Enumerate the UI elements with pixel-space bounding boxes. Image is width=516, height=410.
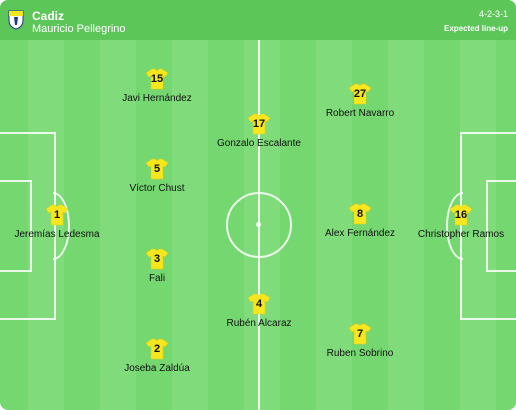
shirt-number: 1 <box>53 209 61 221</box>
shirt-icon: 17 <box>247 113 271 135</box>
shirt-number: 15 <box>150 73 164 85</box>
player-name: Joseba Zaldúa <box>124 363 190 374</box>
player-name: Ruben Sobrino <box>326 348 394 359</box>
player-name: Alex Fernández <box>324 228 396 239</box>
player-jersey[interactable]: 5 Víctor Chust <box>97 158 217 202</box>
player-jersey[interactable]: 4 Rubén Alcaraz <box>199 293 319 337</box>
shirt-icon: 8 <box>348 203 372 225</box>
player-name: Víctor Chust <box>129 183 185 194</box>
shirt-icon: 15 <box>145 68 169 90</box>
player-jersey[interactable]: 15 Javi Hernández <box>97 68 217 112</box>
shirt-number: 7 <box>356 328 364 340</box>
center-spot <box>256 222 261 227</box>
shirt-icon: 27 <box>348 83 372 105</box>
cadiz-crest-icon <box>8 10 24 30</box>
shirt-icon: 16 <box>449 204 473 226</box>
team-name: Cadiz <box>32 9 65 23</box>
pitch-stripe <box>172 40 208 410</box>
shirt-icon: 3 <box>145 248 169 270</box>
shirt-number: 17 <box>252 118 266 130</box>
pitch-stripe <box>388 40 424 410</box>
pitch-stripe <box>316 40 352 410</box>
shirt-icon: 2 <box>145 338 169 360</box>
player-name: Christopher Ramos <box>417 229 505 240</box>
shirt-number: 2 <box>153 343 161 355</box>
player-jersey[interactable]: 27 Robert Navarro <box>300 83 420 127</box>
right-goal-area <box>486 180 516 272</box>
shirt-number: 27 <box>353 88 367 100</box>
player-name: Fali <box>148 273 166 284</box>
manager-name: Mauricio Pellegrino <box>32 23 126 35</box>
left-goal-area <box>0 180 32 272</box>
player-name: Javi Hernández <box>122 93 192 104</box>
shirt-icon: 5 <box>145 158 169 180</box>
shirt-icon: 1 <box>45 204 69 226</box>
shirt-number: 3 <box>153 253 161 265</box>
shirt-number: 4 <box>255 298 263 310</box>
lineup-header: Cadiz Mauricio Pellegrino 4-2-3-1 Expect… <box>0 0 516 40</box>
player-jersey[interactable]: 17 Gonzalo Escalante <box>199 113 319 157</box>
center-circle <box>226 192 292 258</box>
shirt-number: 8 <box>356 208 364 220</box>
player-jersey[interactable]: 8 Alex Fernández <box>300 203 420 247</box>
lineup-status: Expected line-up <box>443 24 508 33</box>
player-jersey[interactable]: 16 Christopher Ramos <box>401 204 516 248</box>
player-jersey[interactable]: 1 Jeremías Ledesma <box>0 204 117 248</box>
shirt-icon: 7 <box>348 323 372 345</box>
shirt-number: 16 <box>454 209 468 221</box>
formation-label: 4-2-3-1 <box>478 9 508 19</box>
pitch: 1 Jeremías Ledesma 2 Joseba Zaldúa 3 Fal… <box>0 40 516 410</box>
shirt-number: 5 <box>153 163 161 175</box>
pitch-stripe <box>100 40 136 410</box>
player-name: Robert Navarro <box>325 108 395 119</box>
shirt-icon: 4 <box>247 293 271 315</box>
player-name: Jeremías Ledesma <box>14 229 100 240</box>
player-name: Rubén Alcaraz <box>226 318 292 329</box>
player-jersey[interactable]: 7 Ruben Sobrino <box>300 323 420 367</box>
player-name: Gonzalo Escalante <box>217 138 301 149</box>
player-jersey[interactable]: 3 Fali <box>97 248 217 292</box>
player-jersey[interactable]: 2 Joseba Zaldúa <box>97 338 217 382</box>
